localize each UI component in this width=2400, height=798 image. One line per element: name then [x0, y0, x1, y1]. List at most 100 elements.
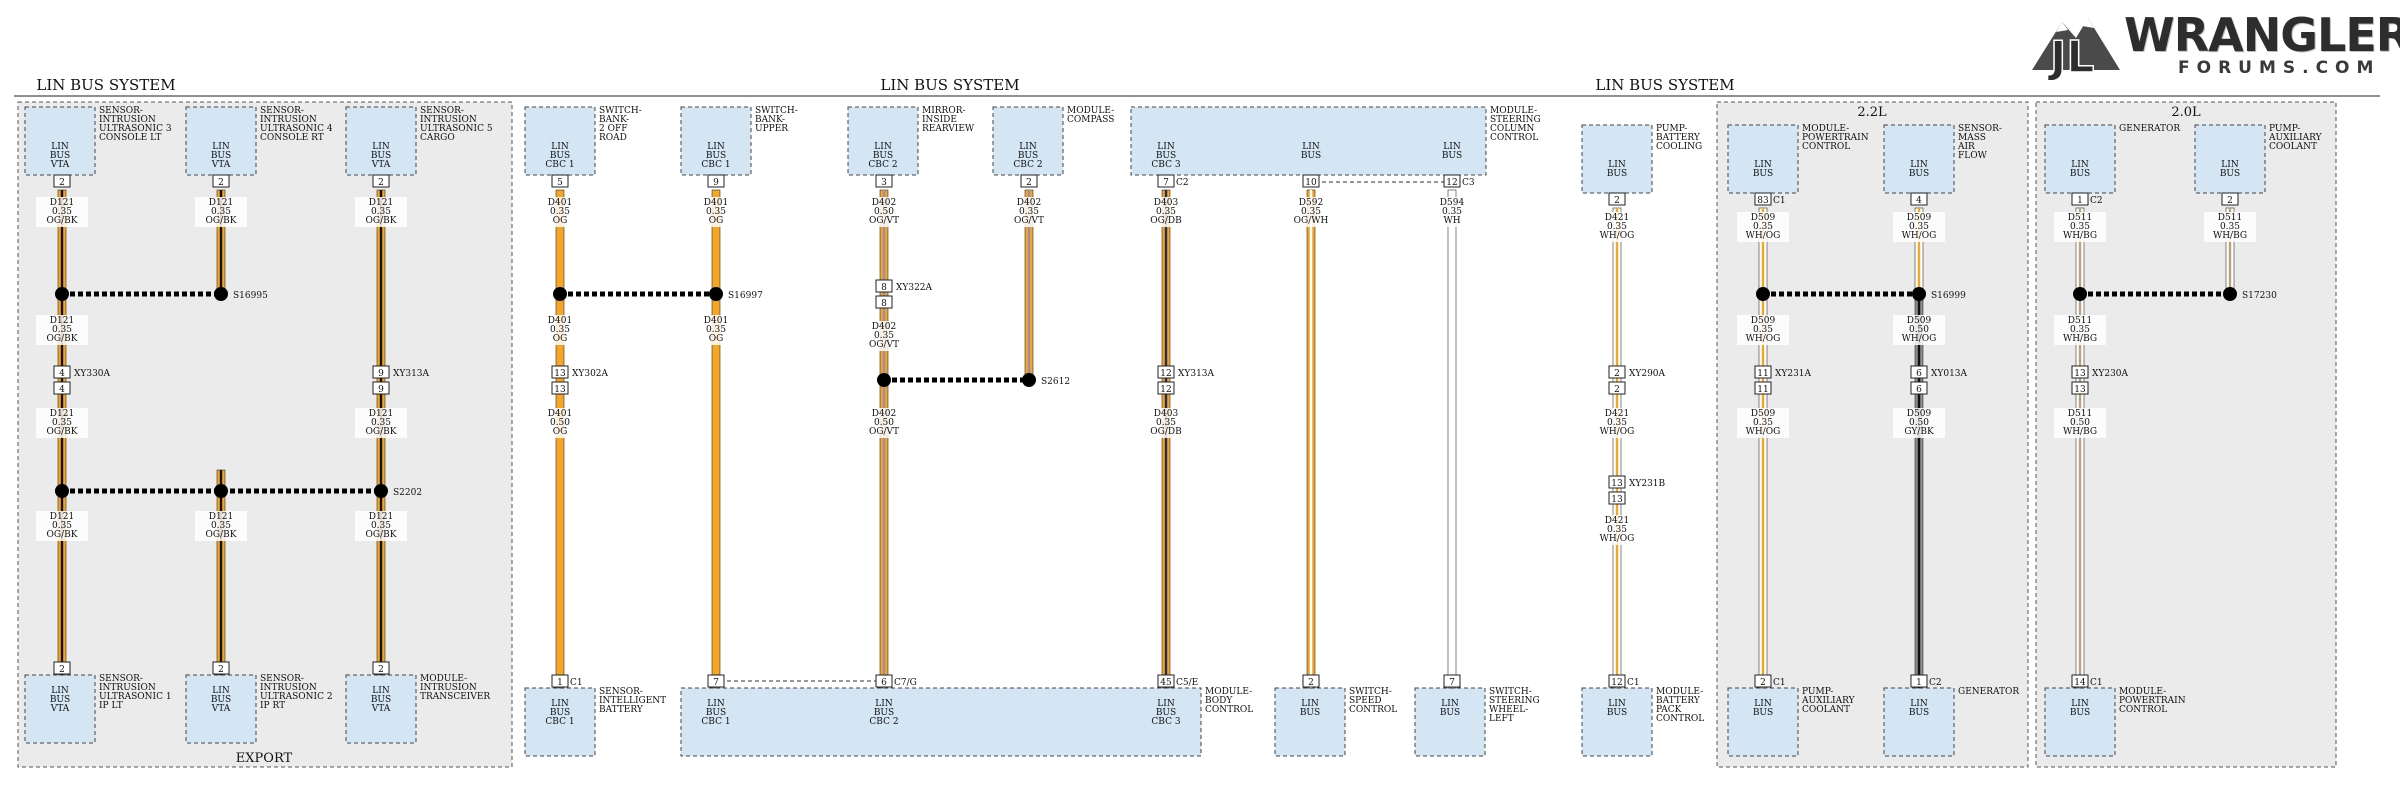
- site-logo[interactable]: JL WRANGLER FORUMS.COM: [2028, 0, 2400, 84]
- box-pin-label: LIN: [1754, 160, 1772, 170]
- connector-pin-number: 83: [1757, 196, 1769, 206]
- inline-pin-number: 4: [59, 385, 65, 395]
- wire-label: OG/DB: [1150, 216, 1182, 226]
- component-label: POWERTRAIN: [2119, 696, 2186, 706]
- wire-label: 0.35: [52, 207, 72, 217]
- inline-pin: [53, 365, 71, 379]
- wire: [1447, 189, 1457, 689]
- wire-tracer: [1309, 190, 1313, 688]
- wire-label: WH/BG: [2213, 231, 2247, 241]
- connector-pin-number: 2: [378, 178, 384, 188]
- wire-label: OG: [709, 334, 724, 344]
- wire-label-bg: [355, 197, 407, 227]
- connector-pin: [1754, 674, 1772, 688]
- component-label: CONTROL: [1802, 142, 1850, 152]
- wire-label: OG/BK: [47, 427, 78, 437]
- inline-pin-number: 2: [1614, 385, 1620, 395]
- wire-label-bg: [36, 511, 88, 541]
- wire-label: D121: [369, 512, 393, 522]
- component-label: SENSOR-: [99, 674, 143, 684]
- component-label: BATTERY: [1656, 696, 1701, 706]
- wire-label-bg: [195, 511, 247, 541]
- splice-node: [374, 484, 388, 498]
- wire-tracer: [219, 190, 223, 294]
- component-label: CONTROL: [1490, 133, 1538, 143]
- inline-connector-label: XY013A: [1931, 369, 1968, 379]
- wire-label: D401: [548, 409, 572, 419]
- connector-pin: [1754, 192, 1772, 206]
- box-pin-label: LIN: [1019, 142, 1037, 152]
- inline-connector-label: XY302A: [572, 369, 609, 379]
- wire-label-bg: [2054, 315, 2106, 345]
- box-pin-label: BUS: [50, 695, 70, 705]
- mountain-badge-icon: JL: [2032, 18, 2120, 80]
- wire-label: D121: [50, 409, 74, 419]
- component-label: SENSOR-: [599, 687, 643, 697]
- wire-label: 0.35: [1607, 418, 1627, 428]
- wire-label: WH/OG: [1746, 427, 1781, 437]
- wire-label: 0.35: [1019, 207, 1039, 217]
- system-title: LIN BUS SYSTEM: [36, 76, 175, 94]
- inline-pin-number: 11: [1757, 385, 1768, 395]
- component-label: COOLANT: [2269, 142, 2317, 152]
- box-pin-label: BUS: [1753, 169, 1773, 179]
- box-pin-label: VTA: [211, 704, 231, 714]
- wire-label: D421: [1605, 409, 1629, 419]
- box-pin-label: BUS: [2070, 169, 2090, 179]
- wire-label: 0.35: [550, 325, 570, 335]
- splice-node: [55, 484, 69, 498]
- component-label: INSIDE: [922, 115, 957, 125]
- inline-pin-number: 9: [378, 385, 384, 395]
- connector-label: C7/G: [894, 678, 917, 688]
- connector-label: C3: [1462, 178, 1475, 188]
- connector-pin-number: 5: [557, 178, 563, 188]
- component-label: SPEED: [1349, 696, 1382, 706]
- wire-label-bg: [1003, 197, 1055, 227]
- wire-label: OG/BK: [206, 530, 237, 540]
- box-pin-label: CBC 2: [869, 717, 898, 727]
- box-pin-label: CBC 1: [545, 717, 574, 727]
- connector-pin-number: 6: [881, 678, 887, 688]
- component-box: [2194, 124, 2266, 194]
- box-pin-label: VTA: [50, 160, 70, 170]
- box-pin-label: LIN: [51, 686, 69, 696]
- box-pin-label: BUS: [211, 695, 231, 705]
- group-label-engine_22: 2.2L: [1857, 105, 1887, 120]
- wire-label-bg: [858, 321, 910, 351]
- box-pin-label: LIN: [551, 142, 569, 152]
- inline-pin: [372, 365, 390, 379]
- component-label: AUXILIARY: [1801, 696, 1856, 706]
- box-pin-label: BUS: [1909, 169, 1929, 179]
- wire-label: OG/VT: [1014, 216, 1044, 226]
- box-pin-label: VTA: [50, 704, 70, 714]
- inline-pin: [1608, 491, 1626, 505]
- component-label: ULTRASONIC 2: [260, 692, 333, 702]
- inline-pin-number: 6: [1916, 369, 1922, 379]
- wire-label: 0.35: [1753, 418, 1773, 428]
- wire-tracer: [1761, 208, 1765, 688]
- box-pin-label: BUS: [1300, 708, 1320, 718]
- inline-pin: [53, 381, 71, 395]
- component-label: SWITCH-: [1489, 687, 1532, 697]
- connector-pin-number: 2: [59, 178, 65, 188]
- splice-label: S17230: [2242, 291, 2277, 301]
- inline-pin: [1754, 381, 1772, 395]
- inline-pin: [1608, 381, 1626, 395]
- connector-pin-number: 12: [1611, 678, 1622, 688]
- wire-label-bg: [1737, 315, 1789, 345]
- box-pin-label: LIN: [1302, 142, 1320, 152]
- component-box: [1274, 687, 1346, 757]
- wire-label: 0.35: [2070, 325, 2090, 335]
- wire-label: 0.35: [211, 521, 231, 531]
- box-pin-label: LIN: [707, 699, 725, 709]
- wire-label: 0.35: [211, 207, 231, 217]
- component-label: BANK-: [755, 115, 785, 125]
- inline-connector-label: XY313A: [393, 369, 430, 379]
- wire-label: D511: [2068, 409, 2092, 419]
- component-box: [1727, 687, 1799, 757]
- inline-pin-number: 8: [881, 283, 887, 293]
- box-pin-label: CBC 2: [1013, 160, 1042, 170]
- component-box: [24, 106, 96, 176]
- wire-label-bg: [534, 315, 586, 345]
- wire-label: D421: [1605, 516, 1629, 526]
